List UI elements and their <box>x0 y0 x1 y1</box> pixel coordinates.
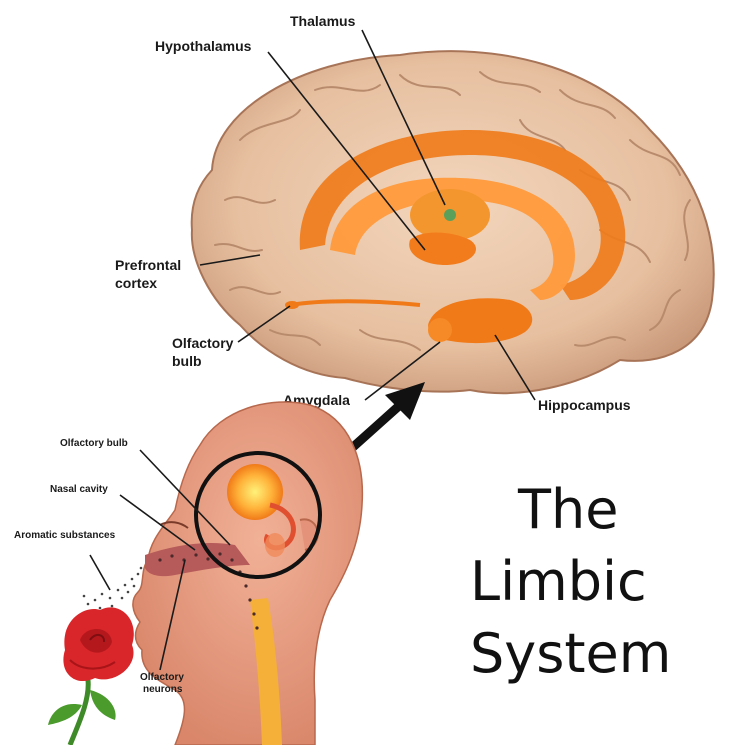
label-thalamus: Thalamus <box>290 13 356 29</box>
title-line-3: System <box>470 622 671 685</box>
hypothalamus-shape <box>409 232 476 265</box>
label-neurons: neurons <box>143 684 183 695</box>
rose-illustration <box>48 607 134 746</box>
olfactory-tract <box>289 299 421 307</box>
head-labels: Olfactory bulb Nasal cavity Aromatic sub… <box>14 438 231 695</box>
label-olfactory-bulb: Olfactory <box>172 335 234 351</box>
brain-illustration <box>190 50 715 395</box>
cingulate-arc <box>299 130 626 300</box>
label-prefrontal: Prefrontal <box>115 257 181 273</box>
brain-gyri <box>214 71 691 351</box>
nasal-dots <box>158 552 259 630</box>
title-line-2: Limbic <box>470 550 647 613</box>
label-olfactory-neurons: Olfactory <box>140 672 184 683</box>
label-hippocampus: Hippocampus <box>538 397 631 413</box>
label-cortex: cortex <box>115 275 157 291</box>
label-hypothalamus: Hypothalamus <box>155 38 252 54</box>
label-bulb: bulb <box>172 353 202 369</box>
title: The Limbic System <box>470 478 671 685</box>
brain-labels: Thalamus Hypothalamus Prefrontal cortex … <box>115 13 631 413</box>
brain-inset-circle <box>194 451 322 579</box>
head-illustration <box>132 401 364 746</box>
label-aromatic-substances: Aromatic substances <box>14 530 116 541</box>
label-nasal-cavity: Nasal cavity <box>50 484 108 495</box>
amygdala-shape <box>428 318 452 342</box>
aroma-particles <box>82 566 143 616</box>
spinal-column <box>250 598 282 745</box>
label-olfactory-bulb-small: Olfactory bulb <box>60 438 128 449</box>
brain-glow <box>227 464 283 520</box>
hippocampus-shape <box>428 298 533 344</box>
title-line-1: The <box>517 478 618 541</box>
nasal-passage <box>145 543 250 577</box>
